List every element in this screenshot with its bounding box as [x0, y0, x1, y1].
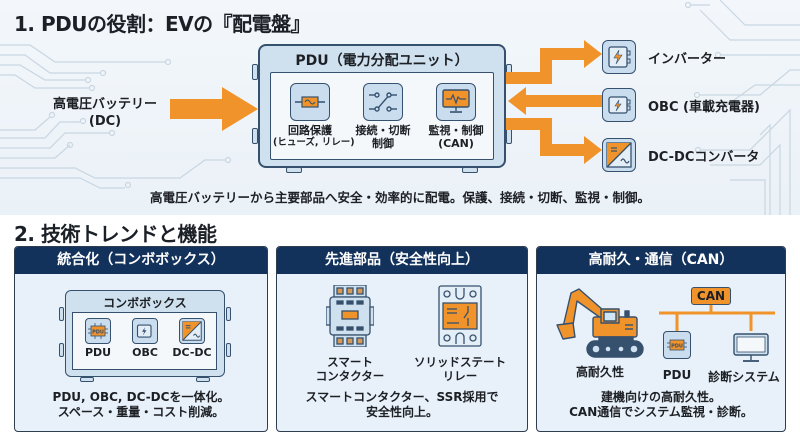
- combo-side-tab: [59, 343, 64, 357]
- part-solid-state-relay: ソリッドステート リレー: [405, 285, 515, 383]
- component-label: OBC (車載充電器): [648, 99, 760, 115]
- combo-side-tab: [59, 307, 64, 321]
- battery-to-pdu-arrow-icon: [170, 87, 258, 131]
- durability-label: 高耐久性: [575, 365, 624, 379]
- part-label-line: リレー: [442, 369, 478, 383]
- converter-icon: [179, 318, 205, 344]
- pdu-chip-icon: PDU: [85, 318, 111, 344]
- function-label: 回路保護: [288, 124, 332, 137]
- card-integration: 統合化（コンボボックス） コンボボックス PDU PDU OBC: [14, 246, 268, 432]
- pdu-role-section: 1. PDUの役割：EVの『配電盤』 高電圧バッテリー (DC) PDU（電力分…: [0, 0, 800, 215]
- converter-icon: [602, 138, 636, 172]
- pdu-side-tab: [252, 64, 258, 80]
- function-sublabel: 制御: [372, 137, 394, 150]
- charger-icon: [602, 88, 636, 122]
- component-obc: OBC (車載充電器): [602, 88, 760, 122]
- module-label: OBC: [132, 346, 158, 359]
- pdu-chip-icon: PDU: [663, 331, 691, 359]
- pdu-functions-panel: 回路保護 (ヒューズ, リレー) 接続・切断 制御 監視・制御 (CAN): [270, 72, 494, 160]
- combo-box-illustration: コンボボックス PDU PDU OBC DC-DC: [59, 290, 231, 382]
- card-title: 統合化（コンボボックス）: [15, 247, 267, 274]
- battery-label: 高電圧バッテリー (DC): [40, 96, 170, 130]
- card-title: 高耐久・通信（CAN）: [537, 247, 785, 274]
- function-label: 監視・制御: [428, 124, 484, 137]
- function-sublabel: (CAN): [438, 137, 474, 150]
- combo-box-title: コンボボックス: [103, 296, 187, 310]
- combo-foot: [80, 377, 94, 382]
- function-connect-disconnect: 接続・切断 制御: [346, 83, 420, 150]
- card-description: PDU, OBC, DC-DCを一体化。 スペース・重量・コスト削減。: [15, 390, 267, 420]
- part-label: スマート コンタクター: [305, 355, 395, 383]
- part-smart-contactor: スマート コンタクター: [305, 284, 395, 383]
- component-dcdc-converter: DC-DCコンバータ: [602, 138, 759, 172]
- battery-label-dc: (DC): [88, 114, 122, 129]
- diagnostic-monitor-icon: [733, 333, 769, 362]
- function-label: 接続・切断: [355, 124, 411, 137]
- function-sublabel: (ヒューズ, リレー): [273, 137, 355, 148]
- description-line: PDU, OBC, DC-DCを一体化。: [52, 390, 230, 404]
- module-obc: OBC: [124, 318, 166, 359]
- pdu-role-summary: 高電圧バッテリーから主要部品へ安全・効率的に配電。保護、接続・切断、監視・制御。: [149, 190, 650, 205]
- description-line: CAN通信でシステム監視・診断。: [569, 405, 753, 419]
- charger-icon: [132, 318, 158, 344]
- function-circuit-protection: 回路保護 (ヒューズ, リレー): [273, 83, 355, 149]
- combo-foot: [196, 377, 210, 382]
- monitor-icon: [436, 83, 476, 121]
- node-label-pdu: PDU: [662, 368, 692, 382]
- card-advanced-parts: 先進部品（安全性向上） スマート コンタクター: [276, 246, 528, 432]
- inverter-icon: [602, 40, 636, 74]
- part-label-line: ソリッドステート: [414, 355, 506, 369]
- pdu-side-tab: [252, 128, 258, 144]
- module-label: DC-DC: [172, 346, 212, 359]
- switch-icon: [363, 83, 403, 121]
- pdu-unit-box: PDU（電力分配ユニット） 回路保護 (ヒューズ, リレー) 接続・切断 制御: [252, 44, 512, 173]
- description-line: 安全性向上。: [365, 405, 438, 419]
- node-label-diagnostics: 診断システム: [708, 370, 780, 384]
- pdu-title: PDU（電力分配ユニット）: [295, 53, 469, 69]
- distribution-arrows-icon: [506, 40, 602, 164]
- solid-state-relay-icon: [438, 285, 482, 347]
- module-label: PDU: [84, 346, 112, 359]
- description-line: スマートコンタクター、SSR採用で: [305, 390, 499, 404]
- combo-side-tab: [226, 343, 231, 357]
- pdu-foot: [286, 167, 302, 173]
- component-inverter: インバーター: [602, 40, 726, 74]
- combo-box-panel: PDU PDU OBC DC-DC: [72, 312, 217, 370]
- part-label: ソリッドステート リレー: [405, 355, 515, 383]
- description-line: スペース・重量・コスト削減。: [57, 405, 225, 419]
- can-bus-lines: [659, 305, 775, 331]
- excavator-icon: [556, 288, 644, 358]
- component-label: インバーター: [648, 51, 727, 67]
- function-monitoring-control: 監視・制御 (CAN): [419, 83, 493, 150]
- svg-text:PDU: PDU: [671, 344, 683, 350]
- svg-text:PDU: PDU: [92, 330, 104, 336]
- module-pdu: PDU PDU: [77, 318, 119, 359]
- can-bus-label: CAN: [691, 287, 731, 305]
- combo-side-tab: [226, 307, 231, 321]
- fuse-icon: [290, 83, 330, 121]
- card-durability-communication: 高耐久・通信（CAN） 高耐久性 CAN PDU PD: [536, 246, 786, 432]
- battery-label-text: 高電圧バッテリー: [52, 97, 157, 112]
- component-label: DC-DCコンバータ: [648, 149, 760, 165]
- part-label-line: コンタクター: [315, 369, 385, 383]
- section-2-heading: 2. 技術トレンドと機能: [14, 222, 217, 246]
- card-description: スマートコンタクター、SSR採用で 安全性向上。: [277, 390, 527, 420]
- circuit-background-decoration: [0, 0, 800, 215]
- pdu-foot: [462, 167, 478, 173]
- part-label-line: スマート: [327, 355, 373, 369]
- contactor-icon: [325, 284, 375, 348]
- section-1-heading: 1. PDUの役割：EVの『配電盤』: [14, 12, 311, 36]
- card-title: 先進部品（安全性向上）: [277, 247, 527, 274]
- description-line: 建機向けの高耐久性。: [600, 390, 721, 404]
- card-description: 建機向けの高耐久性。 CAN通信でシステム監視・診断。: [537, 390, 785, 420]
- module-dcdc: DC-DC: [171, 318, 213, 359]
